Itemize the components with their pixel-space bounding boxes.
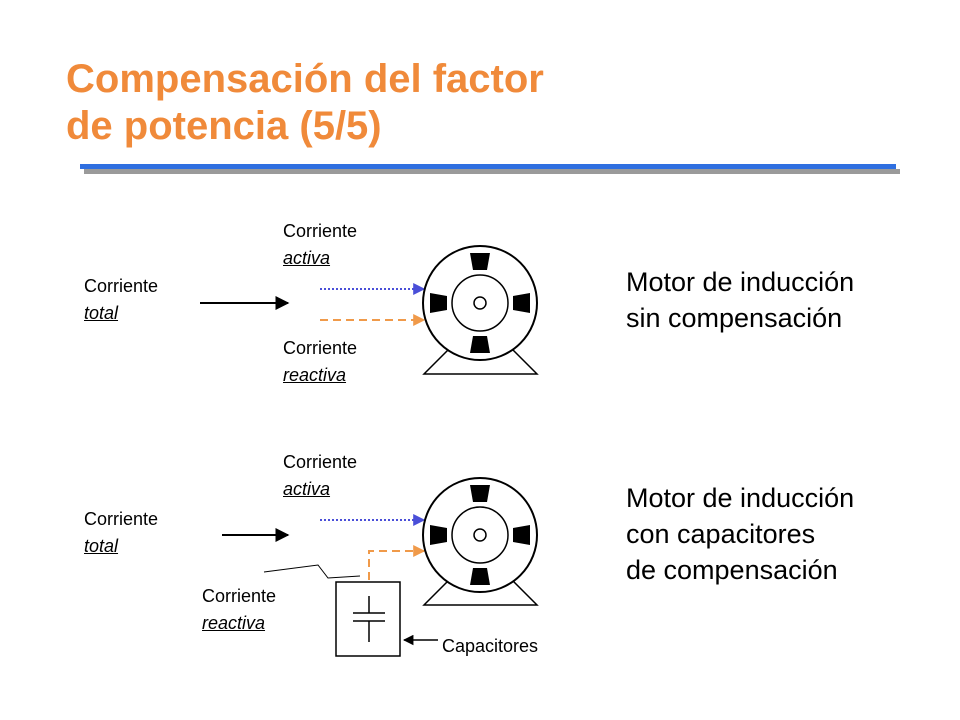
top-active-current-label: Corriente activa <box>283 218 357 272</box>
title-underline <box>80 164 900 178</box>
page-title: Compensación del factor de potencia (5/5… <box>66 56 544 150</box>
label-qualifier: total <box>84 303 119 323</box>
label-word: Corriente <box>84 276 159 296</box>
label-qualifier: reactiva <box>283 365 347 385</box>
top-total-current-label: Corriente total <box>84 273 158 327</box>
label-qualifier: activa <box>283 248 331 268</box>
title-line-1: Compensación del factor <box>66 57 544 101</box>
bottom-reactive-current-label: Corriente reactiva <box>202 583 276 637</box>
caption-line: con capacitores <box>626 519 816 549</box>
bottom-caption: Motor de inducción con capacitores de co… <box>626 480 854 588</box>
label-qualifier: activa <box>283 479 331 499</box>
label-word: Corriente <box>283 452 358 472</box>
caption-line: Motor de inducción <box>626 267 855 297</box>
top-induction-motor-icon <box>422 245 539 375</box>
label-word: Corriente <box>283 221 358 241</box>
label-qualifier: reactiva <box>202 613 266 633</box>
label-qualifier: total <box>84 536 119 556</box>
top-caption: Motor de inducción sin compensación <box>626 264 854 336</box>
caption-line: Motor de inducción <box>626 483 855 513</box>
label-word: Corriente <box>84 509 159 529</box>
label-word: Corriente <box>202 586 277 606</box>
bottom-active-current-label: Corriente activa <box>283 449 357 503</box>
title-line-2: de potencia (5/5) <box>66 104 382 148</box>
bottom-reactive-current-arrow <box>368 545 426 580</box>
bottom-induction-motor-icon <box>422 477 539 606</box>
title-underline-shadow <box>84 169 900 174</box>
label-word: Corriente <box>283 338 358 358</box>
capacitor-icon <box>335 581 401 657</box>
caption-line: sin compensación <box>626 303 843 333</box>
title-underline-bar <box>80 164 896 169</box>
caption-line: de compensación <box>626 555 838 585</box>
capacitor-label: Capacitores <box>442 636 539 656</box>
top-reactive-current-label: Corriente reactiva <box>283 335 357 389</box>
reactive-label-leader-line <box>263 564 361 579</box>
bottom-total-current-label: Corriente total <box>84 506 158 560</box>
